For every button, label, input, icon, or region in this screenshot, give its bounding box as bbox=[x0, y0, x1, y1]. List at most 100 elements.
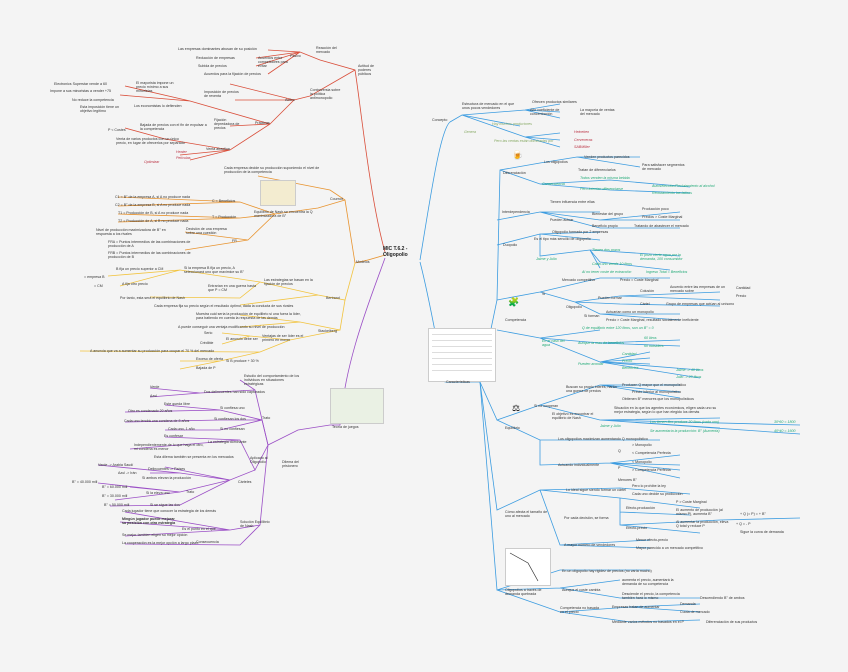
node-label[interactable]: + Q = - P bbox=[736, 522, 751, 526]
node-label[interactable]: 60 outsiders bbox=[644, 344, 664, 348]
node-label[interactable]: Lo ideal sigue siendo formar un cártel bbox=[566, 488, 626, 492]
node-label[interactable]: Acuerdo entre las empresas de un mercado… bbox=[670, 285, 725, 293]
node-label[interactable]: Si no cooperan bbox=[534, 404, 559, 408]
node-label[interactable]: Las estrategias se basan en la fijación … bbox=[264, 278, 313, 286]
node-label[interactable]: Todos venden la misma bebida bbox=[580, 176, 630, 180]
topic-oligopolios-demanda[interactable]: Oligopolios a través de demanda quebrada bbox=[505, 588, 542, 596]
node-label[interactable]: Los oligopolios maximizan aumentando Q m… bbox=[558, 437, 648, 441]
node-label[interactable]: + Q (= P) = + B° bbox=[740, 512, 766, 516]
node-label[interactable]: Para satisfacer segmentos de mercado bbox=[642, 163, 685, 171]
node-label[interactable]: Colusión bbox=[640, 289, 654, 293]
node-label[interactable]: Mediante varios métodos no basados en el… bbox=[612, 620, 684, 624]
node-label[interactable]: Tienen influencia entre ellas bbox=[550, 200, 595, 204]
node-label[interactable]: Precios > Coste Marginal bbox=[642, 215, 683, 219]
topic-actitud[interactable]: Actitud de poderes públicos bbox=[358, 64, 374, 76]
node-label[interactable]: SABMiller bbox=[574, 145, 590, 149]
node-label[interactable]: Alto coeficiente de concentración bbox=[530, 108, 560, 116]
node-label[interactable]: Si bbox=[542, 292, 546, 296]
node-label[interactable]: Cárteles bbox=[238, 480, 252, 484]
node-label[interactable]: > Competencia Perfecta bbox=[632, 468, 671, 472]
node-label[interactable]: Venta de varios productos con un único p… bbox=[116, 137, 185, 145]
node-label[interactable]: Q de equilibrio entre 120 litros, son un… bbox=[582, 326, 654, 330]
topic-competencia[interactable]: Competencia bbox=[505, 318, 527, 322]
node-label[interactable]: Oligopolio formado por 2 empresas bbox=[552, 230, 609, 234]
node-label[interactable]: Actuando individualmente bbox=[558, 463, 600, 467]
node-label[interactable]: Electronics Superstar vende a 60 bbox=[54, 82, 107, 86]
node-label[interactable]: Mayor parecido a un mercado competitivo bbox=[636, 546, 703, 550]
node-label[interactable]: T = Producción bbox=[212, 215, 237, 219]
node-label[interactable]: No reduce la competencia bbox=[72, 98, 114, 102]
topic-caracteristicas[interactable]: Características bbox=[446, 380, 470, 384]
node-label[interactable]: Se aumentaría la producción: B° (Aumenta… bbox=[650, 429, 720, 433]
node-label[interactable]: Equilibrio de Nash se encuentra la Q max… bbox=[254, 210, 313, 218]
node-label[interactable]: 30*60 = 1800 bbox=[774, 420, 796, 424]
node-label[interactable]: C2 = B° de la empresa B, si A no produce… bbox=[115, 203, 191, 207]
node-label[interactable]: Demanda bbox=[680, 602, 696, 606]
node-label[interactable]: B° = 40.000 mill bbox=[72, 480, 98, 484]
node-label[interactable]: Acuerdos para la fijación de precios bbox=[204, 72, 261, 76]
node-label[interactable]: Competencia no basada en el precio bbox=[560, 606, 599, 614]
node-label[interactable]: Producción poco bbox=[642, 207, 669, 211]
topic-bertrand[interactable]: Bertrand bbox=[326, 296, 340, 300]
node-label[interactable]: Genera bbox=[464, 130, 476, 134]
node-label[interactable]: Cártel bbox=[640, 302, 650, 306]
node-label[interactable]: Si la empresa B fija un precio, A selecc… bbox=[184, 266, 244, 274]
node-label[interactable]: P bbox=[618, 466, 621, 470]
node-label[interactable]: aumenta el precio, aumentará la demanda … bbox=[622, 578, 674, 586]
node-label[interactable]: Estructura de mercado en el que unos poc… bbox=[462, 102, 515, 110]
node-label[interactable]: Precio inferior al monopolístico bbox=[632, 390, 682, 394]
node-label[interactable]: Independientemente de lo que haga el otr… bbox=[134, 443, 204, 451]
node-label[interactable]: Situación en la que los agentes económic… bbox=[614, 406, 717, 414]
node-label[interactable]: Dos delincuentes han sido capturados bbox=[204, 390, 265, 394]
node-label[interactable]: Si confiesan los dos bbox=[214, 417, 246, 421]
topic-duopolio[interactable]: Duopolio bbox=[503, 243, 518, 247]
node-label[interactable]: Este queda libre bbox=[164, 402, 190, 406]
node-label[interactable]: Oligopolio bbox=[566, 305, 582, 309]
node-label[interactable]: Pueden formar bbox=[598, 296, 622, 300]
node-label[interactable]: Ofrecen productos similares bbox=[532, 100, 577, 104]
node-label[interactable]: Autoselección/Reclutamiento al alcohol bbox=[652, 184, 715, 188]
topic-stackelberg[interactable]: Stackelberg bbox=[318, 329, 337, 333]
node-label[interactable]: Si se sigue las dos bbox=[150, 503, 180, 507]
node-label[interactable]: Tienen dos pozos bbox=[592, 248, 621, 252]
node-label[interactable]: Reducción de empresas bbox=[196, 56, 235, 60]
node-label[interactable]: Desciende el precio, la competencia tamb… bbox=[622, 592, 680, 600]
node-label[interactable]: Actuarían como un monopolio bbox=[606, 310, 654, 314]
topic-teoria[interactable]: Teoría de juegos bbox=[332, 425, 359, 429]
node-label[interactable]: Grupo de empresas que actúan al unísono bbox=[666, 302, 735, 306]
node-label[interactable]: = CM bbox=[94, 284, 103, 288]
node-label[interactable]: El objetivo es encontrar el equilibrio d… bbox=[552, 412, 594, 420]
node-label[interactable]: Al aumentar la producción, eleva Q total… bbox=[676, 520, 729, 528]
node-label[interactable]: C1 = B° de la empresa A, si A no produce… bbox=[115, 195, 191, 199]
node-label[interactable]: Impone a sus minoristas a vender +75 bbox=[50, 89, 112, 93]
node-label[interactable]: Si forman bbox=[584, 314, 600, 318]
node-label[interactable]: Serio bbox=[204, 331, 213, 335]
node-label[interactable]: Venta atractiva bbox=[206, 147, 230, 151]
node-label[interactable]: Si la eleva uno bbox=[146, 491, 170, 495]
node-label[interactable]: Efecto-precio bbox=[626, 526, 648, 530]
node-label[interactable]: A fija otro precio bbox=[122, 282, 148, 286]
node-label[interactable]: Cantidad bbox=[736, 286, 751, 290]
node-label[interactable]: En el caso del agua bbox=[542, 339, 565, 347]
node-label[interactable]: En un oligopolio hay rigidez de precios … bbox=[562, 569, 652, 573]
node-label[interactable]: Menor efecto-precio bbox=[636, 538, 668, 542]
node-label[interactable]: Empresas tratan de aumentar bbox=[612, 605, 660, 609]
topic-aplicado[interactable]: Aplicado al Oligopolio bbox=[250, 456, 268, 464]
node-label[interactable]: Aunque la mas de beneficios bbox=[578, 341, 625, 345]
node-label[interactable]: Los oligopolios bbox=[544, 160, 568, 164]
node-label[interactable]: C = Beneficios bbox=[212, 199, 236, 203]
topic-practicas[interactable]: Prácticas bbox=[255, 121, 270, 125]
node-label[interactable]: Sigue la curva de demanda bbox=[740, 530, 784, 534]
node-label[interactable]: Trato bbox=[262, 416, 271, 420]
node-label[interactable]: Las empresas dominantes abusan de su pos… bbox=[178, 47, 257, 51]
node-label[interactable]: B° = 30.000 mill bbox=[102, 494, 128, 498]
topic-tamano[interactable]: Cómo afecta el tamaño de uno al mercado bbox=[505, 510, 548, 518]
node-label[interactable]: Es el tipo más sencillo de oligopolio bbox=[534, 237, 591, 241]
node-label[interactable]: 40*40 = 1600 bbox=[774, 429, 796, 433]
node-label[interactable]: El aumento de producción (al mismo P), a… bbox=[676, 508, 723, 516]
topic-equilibrio[interactable]: Equilibrio bbox=[505, 426, 520, 430]
node-label[interactable]: Pero intentan diferenciarse bbox=[580, 187, 623, 191]
node-label[interactable]: Aunque el coste cambia bbox=[562, 588, 601, 592]
node-label[interactable]: > Monopolio bbox=[632, 443, 652, 447]
node-label[interactable]: B° = 50.000 mill bbox=[104, 503, 130, 507]
